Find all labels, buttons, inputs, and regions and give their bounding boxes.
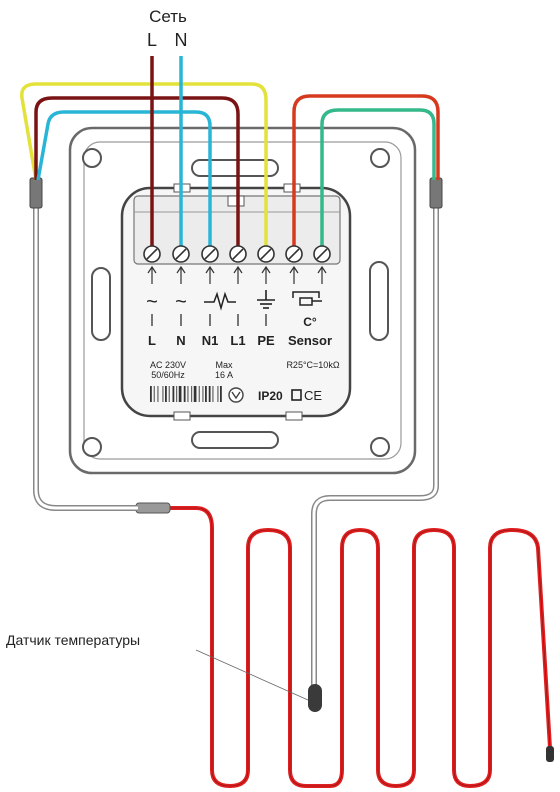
- terminal-label-n1: N1: [202, 333, 219, 348]
- terminal-arrow: [176, 265, 186, 284]
- terminal-screw-slot: [175, 248, 187, 260]
- sensor-probe: [308, 684, 322, 712]
- screw-hole-top-right: [370, 148, 390, 168]
- ground-icon: [257, 290, 275, 309]
- barcode-bar: [187, 386, 189, 402]
- spec-voltage: AC 230V: [150, 360, 186, 370]
- barcode-bar: [212, 386, 214, 402]
- barcode-bar: [220, 386, 222, 402]
- symbol-ac-n: ~: [175, 291, 187, 313]
- terminal-screw-slot: [232, 248, 244, 260]
- slot-bottom: [191, 431, 279, 449]
- supply-title: Сеть: [149, 7, 187, 26]
- sensor-cable-core: [312, 206, 438, 686]
- mounting-frame-inner: [83, 141, 402, 460]
- spec-frequency: 50/60Hz: [151, 370, 185, 380]
- terminal-screw-slot: [316, 248, 328, 260]
- heating-cable-outline: [168, 507, 551, 787]
- bottom-tab-1: [173, 411, 191, 421]
- cable-coupling: [135, 502, 171, 514]
- brand-logo-icon: [228, 387, 244, 403]
- barcode-bar: [153, 386, 155, 402]
- barcode-bar: [157, 386, 159, 402]
- slot-right: [369, 261, 389, 341]
- ip-rating: IP20: [258, 389, 283, 403]
- terminal-screws: [143, 245, 331, 263]
- terminal-arrows: [147, 265, 327, 284]
- terminal-screw-slot: [260, 248, 272, 260]
- ce-mark: CE: [304, 388, 322, 403]
- symbol-ac-l: ~: [146, 291, 158, 313]
- heater-icon: [204, 291, 236, 311]
- barcode-bar: [191, 386, 193, 402]
- terminal-screw-slot: [146, 248, 158, 260]
- terminal-arrow: [205, 265, 215, 284]
- heating-cable-end-cap: [546, 746, 554, 762]
- wire-sensor-1: [292, 94, 440, 252]
- cold-lead-core: [34, 206, 138, 510]
- spec-max-label: Max: [215, 360, 233, 370]
- supply-neutral-label: N: [175, 30, 188, 50]
- wire-sensor-2: [320, 108, 436, 252]
- barcode-bar: [202, 386, 204, 402]
- barcode-bar: [150, 386, 152, 402]
- terminal-label-n: N: [176, 333, 185, 348]
- label-ticks: [151, 314, 267, 326]
- slot-left: [91, 267, 111, 341]
- screw-hole-top-left: [82, 148, 102, 168]
- terminal-label-pe: PE: [257, 333, 275, 348]
- terminal-tab-top-2: [283, 183, 301, 193]
- barcode-bar: [178, 386, 182, 402]
- sensor-icon: [292, 291, 322, 306]
- terminal-label-l1: L1: [230, 333, 245, 348]
- terminal-arrow: [289, 265, 299, 284]
- spec-max-current: 16 A: [215, 370, 233, 380]
- heating-cable: [166, 506, 552, 788]
- terminal-screw-slot: [288, 248, 300, 260]
- terminal-tab-top-3: [227, 195, 245, 207]
- double-insulation-icon: [291, 389, 302, 401]
- sensor-unit-label: C°: [303, 315, 317, 329]
- barcode-bar: [198, 386, 200, 402]
- barcode-bar: [162, 386, 164, 402]
- terminal-arrow: [317, 265, 327, 284]
- screw-hole-bottom-right: [370, 437, 390, 457]
- terminal-label-sensor: Sensor: [288, 333, 332, 348]
- sensor-callout-label: Датчик температуры: [6, 632, 140, 648]
- barcode-bar: [205, 386, 207, 402]
- barcode-bar: [183, 386, 186, 402]
- screw-hole-bottom-left: [82, 437, 102, 457]
- barcode-bar: [165, 386, 167, 402]
- wire-load-neutral: [36, 110, 212, 252]
- sensor-callout-leader: [195, 649, 309, 701]
- barcode-bar: [208, 386, 211, 402]
- cable-gland-left: [29, 177, 43, 209]
- terminal-arrow: [147, 265, 157, 284]
- barcode-bar: [176, 386, 178, 402]
- wire-load-line: [34, 96, 240, 252]
- terminal-arrow: [261, 265, 271, 284]
- barcode: [150, 386, 222, 402]
- barcode-bar: [172, 386, 175, 402]
- barcode-bar: [193, 386, 197, 402]
- supply-line-label: L: [147, 30, 157, 50]
- wire-ground: [20, 82, 268, 252]
- slot-top: [191, 159, 279, 177]
- spec-resistance: R25°C=10kΩ: [286, 360, 339, 370]
- terminal-screw-slot: [204, 248, 216, 260]
- cable-gland-right: [429, 177, 443, 209]
- terminal-label-l: L: [148, 333, 156, 348]
- barcode-bar: [217, 386, 219, 402]
- terminal-arrow: [233, 265, 243, 284]
- barcode-bar: [168, 386, 170, 402]
- bottom-tab-2: [285, 411, 303, 421]
